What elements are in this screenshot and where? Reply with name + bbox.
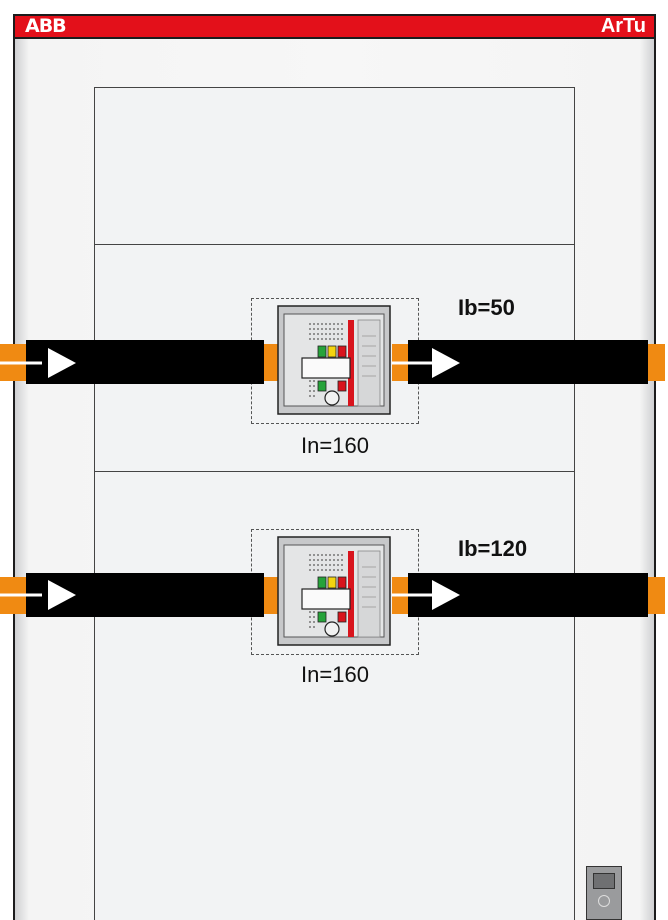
panel-divider-top: [94, 244, 575, 245]
ib-label-1: Ib=50: [458, 295, 515, 320]
arrow-right-icon: [432, 348, 460, 378]
right-terminal-connector: [648, 344, 665, 381]
breaker-input-connector: [264, 577, 278, 614]
circuit-2: [0, 536, 665, 646]
in-label-2: In=160: [301, 662, 369, 687]
arrow-right-icon: [48, 348, 76, 378]
panel-divider-middle: [94, 471, 575, 472]
ib-label-2: Ib=120: [458, 536, 528, 561]
artu-brand: ArTu: [600, 15, 646, 37]
arrow-right-icon: [432, 580, 460, 610]
handle-ring: [598, 895, 610, 907]
handle-slot: [593, 873, 615, 889]
circuit-1: [0, 305, 665, 415]
right-terminal-connector: [648, 577, 665, 614]
circuit-breaker-icon: [277, 305, 391, 415]
circuit-breaker-icon: [277, 536, 391, 646]
abb-logo: ABB: [25, 15, 67, 37]
inner-panel: [94, 87, 575, 920]
cabinet-lock-handle-icon[interactable]: [586, 866, 622, 920]
in-label-1: In=160: [301, 433, 369, 458]
arrow-right-icon: [48, 580, 76, 610]
breaker-input-connector: [264, 344, 278, 381]
cabinet-header-bar: ABB ArTu: [13, 14, 656, 39]
